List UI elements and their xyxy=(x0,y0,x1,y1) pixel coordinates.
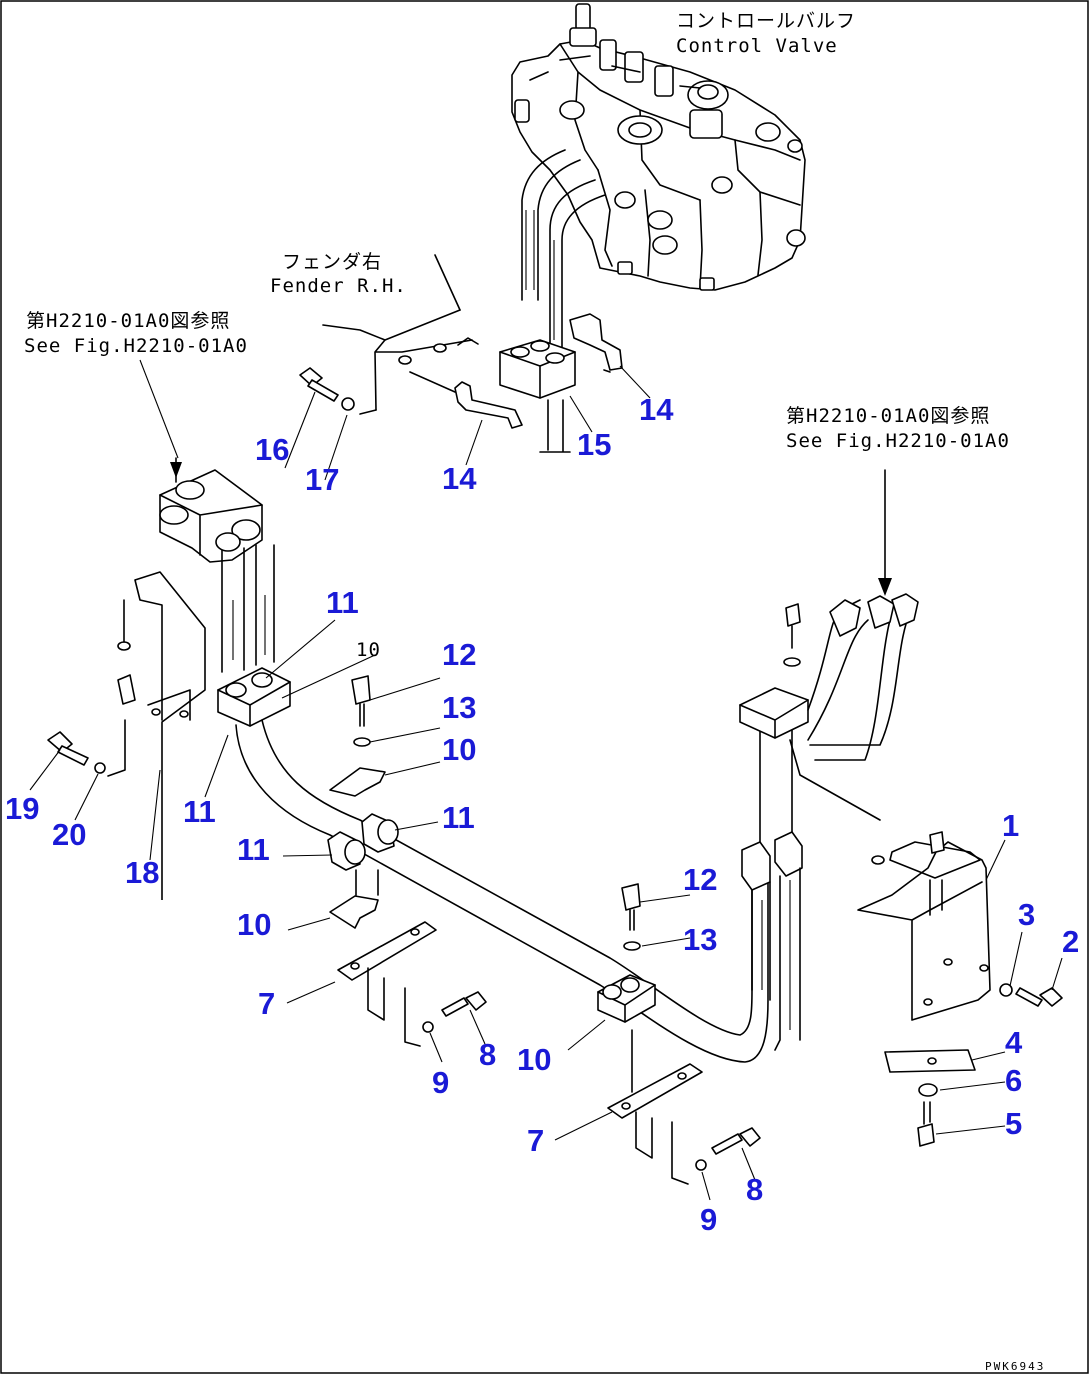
callout-5: 5 xyxy=(1005,1106,1022,1141)
washer-9-right xyxy=(695,1159,707,1171)
ref-left-label-jp: 第H2210-01A0図参照 xyxy=(26,310,230,332)
callout-8-left: 8 xyxy=(479,1037,496,1072)
callout-12-lower: 12 xyxy=(683,862,717,897)
callout-18: 18 xyxy=(125,855,159,890)
left-block-hoses xyxy=(221,544,275,673)
washer-17 xyxy=(341,397,355,411)
callout-1: 1 xyxy=(1002,808,1019,843)
clamp-14-right xyxy=(569,313,623,373)
callout-7-left: 7 xyxy=(258,986,275,1021)
bolt-5 xyxy=(917,1101,935,1147)
double-clamp-lower xyxy=(597,974,656,1023)
callout-16: 16 xyxy=(255,432,289,467)
right-fitting-block xyxy=(739,469,919,821)
callout-10-lower-left: 10 xyxy=(237,907,271,942)
bolt-19 xyxy=(47,731,89,766)
bolt-16 xyxy=(299,367,339,402)
leader-lines xyxy=(29,359,1063,1201)
washer-20 xyxy=(94,762,106,774)
callout-14-left: 14 xyxy=(442,461,477,496)
clamp-block-15 xyxy=(499,339,576,399)
bracket-7-left xyxy=(337,921,437,1047)
fender-rh xyxy=(322,254,479,415)
bolt-12-lower xyxy=(621,883,641,1093)
control-valve-label-en: Control Valve xyxy=(676,35,838,57)
bracket-1 xyxy=(857,831,991,1021)
text-notes: コントロールバルフ Control Valve フェンダ右 Fender R.H… xyxy=(24,10,1045,1373)
callout-7-right: 7 xyxy=(527,1123,544,1158)
valve-hoses xyxy=(521,149,606,453)
callout-13-upper: 13 xyxy=(442,690,476,725)
callout-10-upper: 10 xyxy=(442,732,476,767)
bolt-12-upper xyxy=(351,675,371,747)
double-clamp-upper xyxy=(217,667,291,727)
callout-13-lower: 13 xyxy=(683,922,717,957)
callout-15: 15 xyxy=(577,427,611,462)
callout-11-left: 11 xyxy=(183,794,216,829)
callout-6: 6 xyxy=(1005,1063,1022,1098)
callout-3: 3 xyxy=(1018,897,1035,932)
control-valve xyxy=(511,3,806,291)
right-hoses xyxy=(741,727,803,1051)
control-valve-label-jp: コントロールバルフ xyxy=(676,10,856,32)
bolt-2 xyxy=(1015,987,1063,1007)
callout-11-mid-left: 11 xyxy=(237,832,270,867)
drawing-code: PWK6943 xyxy=(985,1360,1045,1373)
bracket-7-right xyxy=(607,1063,703,1185)
callout-2: 2 xyxy=(1062,924,1079,959)
bolt-8-left xyxy=(441,991,487,1017)
callout-9-left: 9 xyxy=(432,1065,449,1100)
clamp-10-lower xyxy=(329,869,379,929)
clamp-10-upper xyxy=(329,767,386,797)
ref-left-label-en: See Fig.H2210-01A0 xyxy=(24,335,248,357)
washer-6 xyxy=(918,1083,938,1097)
bolt-8-right xyxy=(711,1127,761,1155)
callout-11-top: 11 xyxy=(326,585,359,620)
bracket-18 xyxy=(107,571,206,900)
callout-9-right: 9 xyxy=(700,1202,717,1237)
callout-numbers: 1 2 3 4 5 6 7 7 8 8 9 9 10 10 10 11 11 1… xyxy=(5,392,1079,1237)
callout-12-upper: 12 xyxy=(442,637,476,672)
callout-14-right: 14 xyxy=(639,392,674,427)
ref-right-label-en: See Fig.H2210-01A0 xyxy=(786,430,1010,452)
ref-right-label-jp: 第H2210-01A0図参照 xyxy=(786,405,990,427)
fender-label-jp: フェンダ右 xyxy=(282,251,382,273)
callout-17: 17 xyxy=(305,462,339,497)
washer-9-left xyxy=(422,1021,434,1033)
callout-10-lower-right: 10 xyxy=(517,1042,551,1077)
washer-3 xyxy=(999,983,1013,997)
hidden-ref-label: 10 xyxy=(356,639,381,661)
callout-4: 4 xyxy=(1005,1025,1023,1060)
callout-19: 19 xyxy=(5,791,39,826)
callout-8-right: 8 xyxy=(746,1172,763,1207)
callout-11-mid-right: 11 xyxy=(442,800,475,835)
fender-label-en: Fender R.H. xyxy=(270,275,407,297)
left-valve-block xyxy=(159,457,263,563)
clamp-14-left xyxy=(409,371,523,429)
clamp-pair-11 xyxy=(327,813,399,871)
callout-20: 20 xyxy=(52,817,86,852)
plate-4 xyxy=(884,1049,976,1073)
